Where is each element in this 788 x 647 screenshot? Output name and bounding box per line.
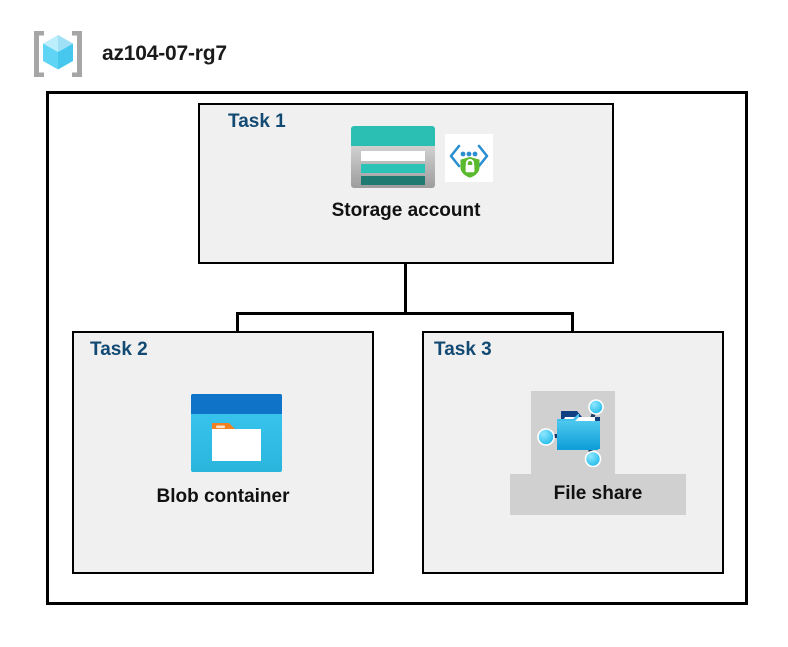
secure-data-shield-icon: [445, 134, 493, 187]
storage-account-icon: [349, 124, 437, 195]
storage-account-caption: Storage account: [331, 200, 481, 221]
resource-group-name: az104-07-rg7: [102, 42, 227, 65]
connector-trunk: [404, 264, 407, 315]
resource-group-header: az104-07-rg7: [30, 26, 227, 82]
file-share-folder-icon: [531, 391, 615, 474]
blob-container-caption: Blob container: [156, 486, 290, 507]
task-2-label: Task 2: [90, 339, 148, 360]
blob-container-icon: [191, 394, 282, 477]
connector-horizontal: [236, 312, 574, 315]
file-share-caption: File share: [510, 474, 686, 515]
task-3-label: Task 3: [434, 339, 492, 360]
task-1-label: Task 1: [228, 111, 286, 132]
resource-group-cube-icon: [30, 26, 86, 82]
